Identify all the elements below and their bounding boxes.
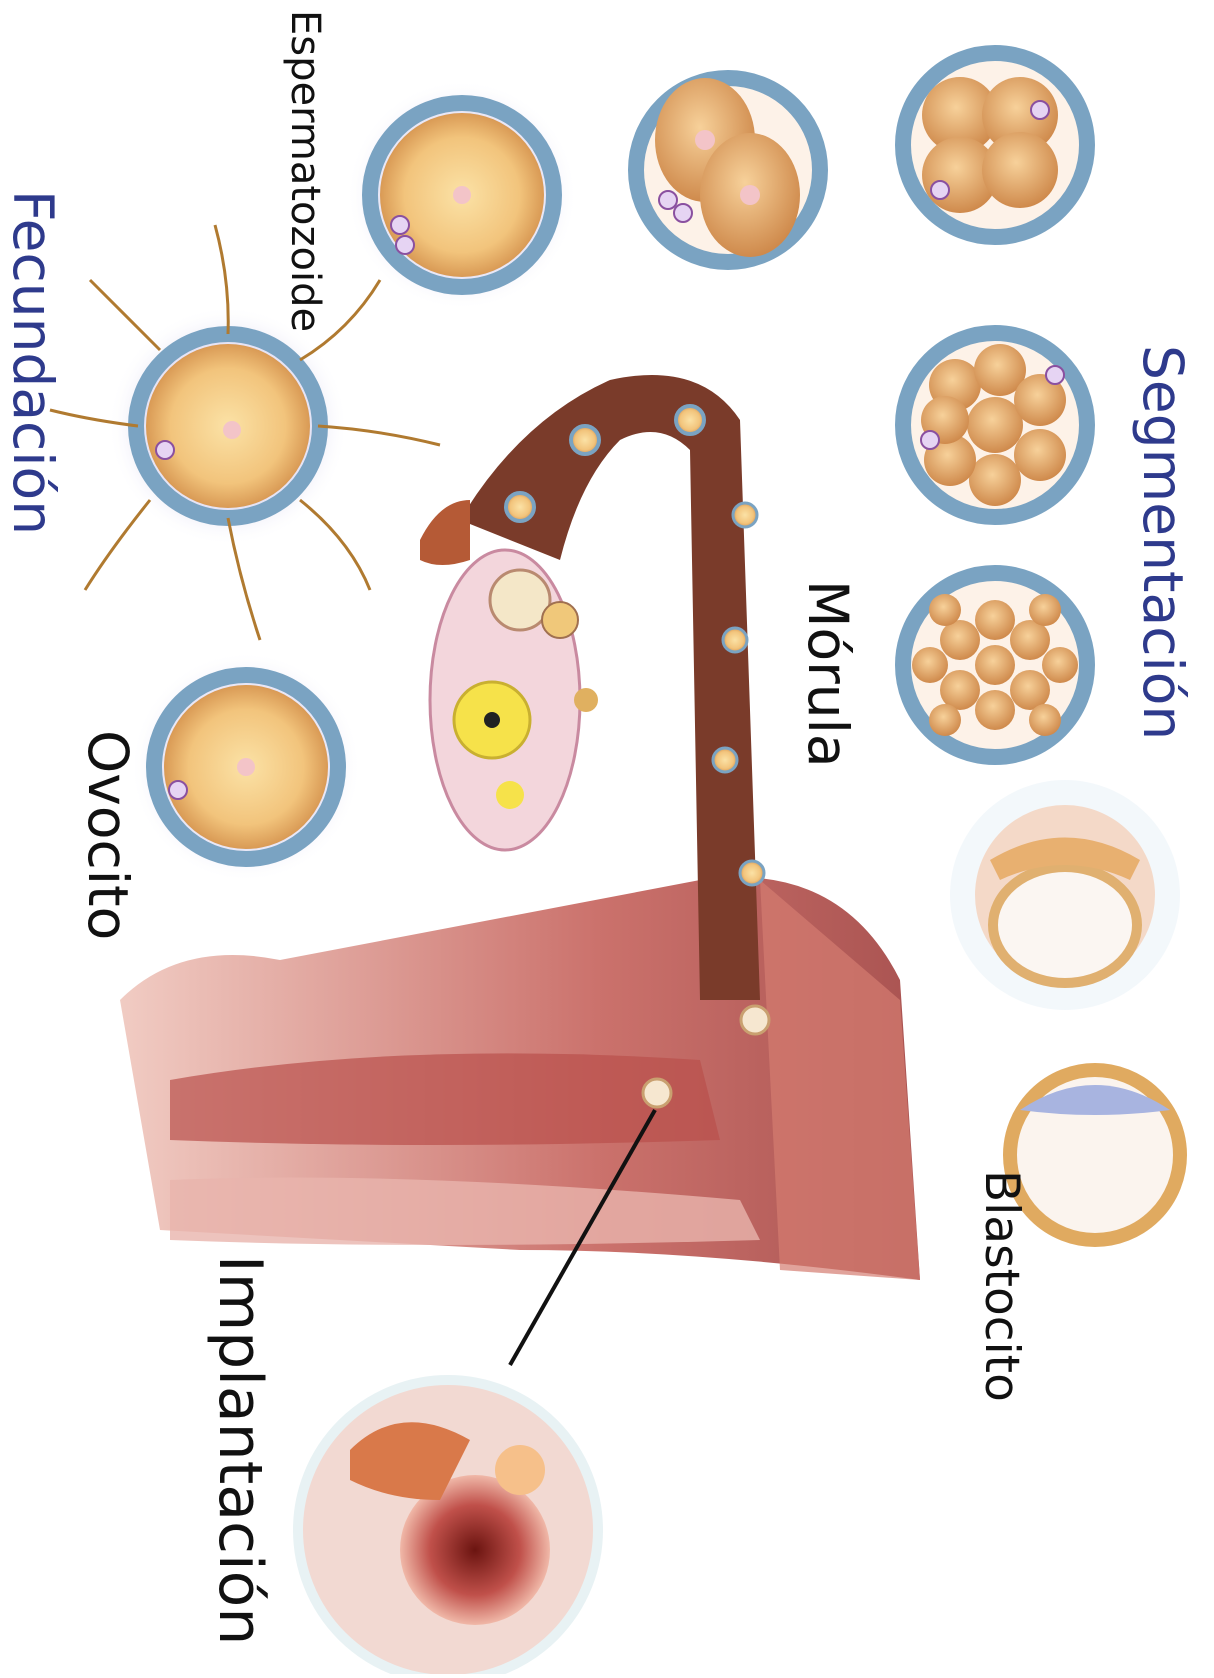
zygote bbox=[347, 80, 577, 310]
label-espermatozoide: Espermatozoide bbox=[285, 10, 325, 332]
oocyte bbox=[131, 652, 361, 882]
label-segmentacion: Segmentación bbox=[1135, 345, 1190, 740]
fertilization-egg bbox=[50, 225, 440, 640]
blastocyst bbox=[1010, 1070, 1180, 1240]
eight-cell-embryo bbox=[903, 333, 1087, 517]
morula-embryo bbox=[903, 573, 1087, 757]
label-blastocito: Blastocito bbox=[978, 1170, 1025, 1402]
label-fecundacion: Fecundación bbox=[5, 190, 60, 535]
ovary bbox=[430, 550, 598, 850]
early-blastocyst bbox=[950, 780, 1180, 1010]
implantation-zoom bbox=[298, 1380, 598, 1674]
four-cell-embryo bbox=[903, 53, 1087, 237]
label-ovocito: Ovocito bbox=[80, 730, 135, 940]
label-implantacion: Implantación bbox=[210, 1255, 270, 1645]
uterus bbox=[120, 877, 920, 1280]
label-morula: Mórula bbox=[800, 580, 855, 768]
two-cell-embryo bbox=[636, 78, 820, 262]
